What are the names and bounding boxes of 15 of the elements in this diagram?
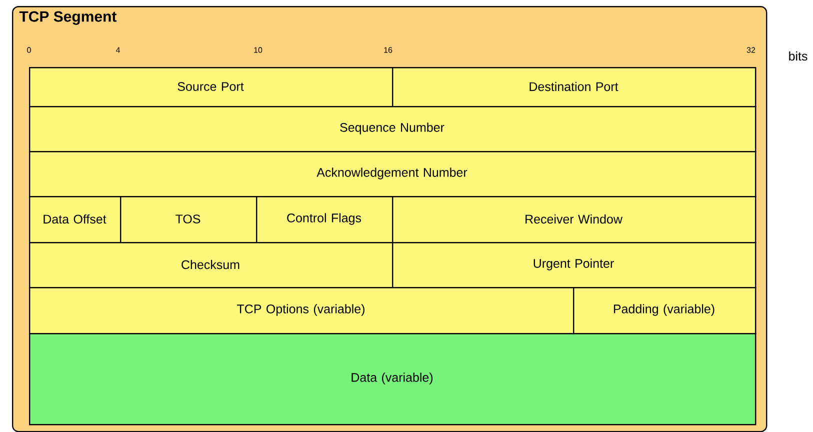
field-box: Padding (variable) [573,287,756,334]
bit-tick-label: 10 [254,47,262,53]
field-box: Destination Port [392,67,756,108]
bit-tick-label: 16 [384,47,392,53]
field-box: Control Flags [256,196,394,244]
bit-tick-label: 4 [116,47,120,53]
bit-tick-label: 32 [746,47,756,53]
field-box: TOS [120,196,258,244]
unit-label: bits [789,51,808,61]
field-box: Urgent Pointer [392,242,756,288]
bit-tick-label: 0 [27,47,31,53]
field-box: Source Port [29,67,394,108]
heading: TCP Segment [19,11,117,25]
field-box: Data Offset [29,196,122,244]
field-box: Data (variable) [29,333,756,426]
